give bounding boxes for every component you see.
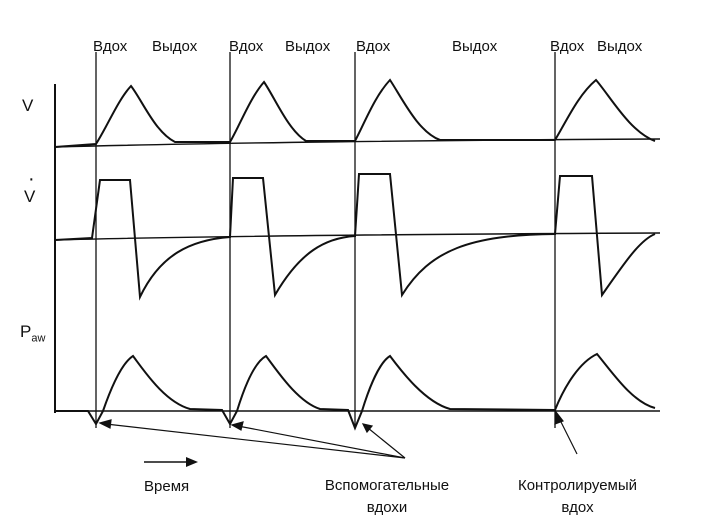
time-arrow — [144, 457, 198, 467]
controlled-breath-label: Контролируемый вдох — [517, 477, 638, 516]
flow-waveform — [54, 173, 656, 301]
volume-waveform — [54, 78, 656, 148]
exhale-label-2: Выдох — [285, 38, 331, 55]
flow-baseline — [54, 232, 661, 241]
volume-baseline — [54, 138, 661, 148]
inhale-label-1: Вдох — [93, 38, 128, 55]
exhale-label-4: Выдох — [597, 38, 643, 55]
pressure-waveform — [55, 352, 656, 431]
inhale-label-2: Вдох — [229, 38, 264, 55]
exhale-label-1: Выдох — [152, 38, 198, 55]
pressure-axis-label: Paw — [20, 322, 46, 345]
exhale-label-3: Выдох — [452, 38, 498, 55]
inhale-label-3: Вдох — [356, 38, 391, 55]
flow-axis-label: V — [24, 187, 36, 206]
inhale-label-4: Вдох — [550, 38, 585, 55]
controlled-pointer-arrow — [554, 410, 578, 455]
assisted-breaths-label: Вспомогательные вдохи — [324, 477, 450, 516]
flow-dot-mark: · — [28, 168, 35, 190]
time-label: Время — [144, 478, 190, 495]
volume-axis-label: V — [22, 96, 34, 115]
assisted-pointer-arrows — [98, 419, 406, 459]
